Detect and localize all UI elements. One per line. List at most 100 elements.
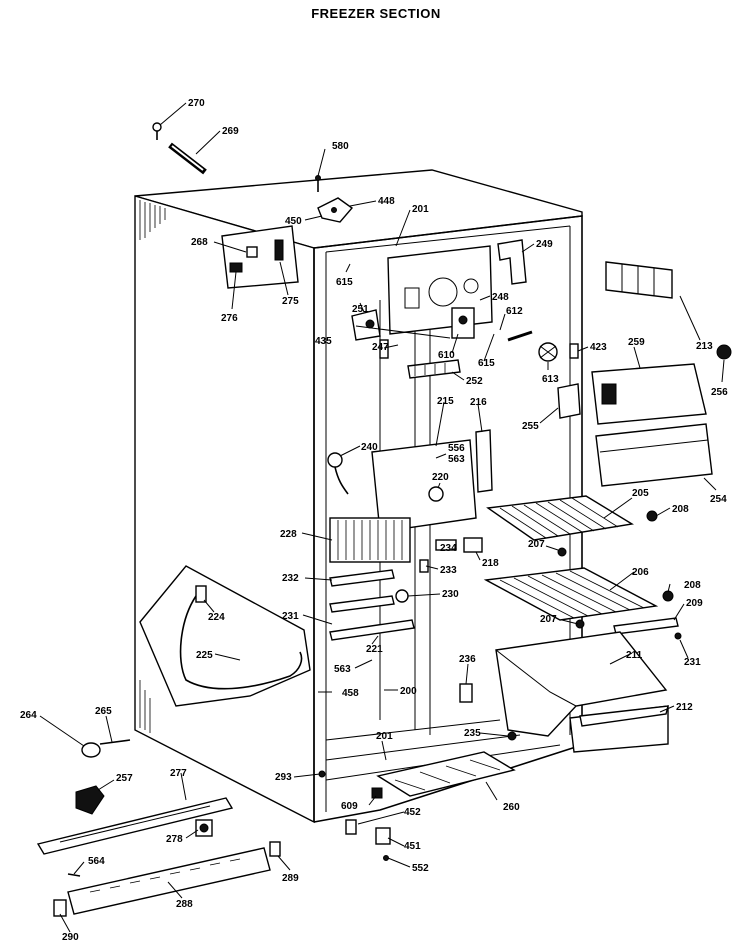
part-256-knob — [716, 344, 732, 360]
part-259-shelf — [591, 363, 707, 425]
part-451-hinge — [375, 827, 391, 845]
part-257-block — [75, 785, 105, 815]
part-235-clip — [507, 731, 517, 741]
label-233: 233 — [440, 565, 457, 576]
part-231-rail — [329, 595, 395, 613]
part-206-wire-shelf — [483, 567, 659, 621]
label-225: 225 — [196, 650, 213, 661]
label-251: 251 — [352, 304, 369, 315]
part-265-pin — [99, 739, 131, 745]
part-213-ice-tray — [605, 261, 673, 299]
part-209-rail — [613, 617, 679, 635]
label-206: 206 — [632, 567, 649, 578]
label-612: 612 — [506, 306, 523, 317]
part-221-rail — [329, 619, 415, 641]
part-205-wire-shelf — [486, 495, 634, 541]
label-213: 213 — [696, 341, 713, 352]
part-228-evaporator — [329, 517, 411, 563]
part-218-heater — [463, 537, 483, 553]
label-276: 276 — [221, 313, 238, 324]
label-563-b: 563 — [334, 664, 351, 675]
label-563-a: 563 — [448, 454, 465, 465]
part-613-fan — [538, 342, 558, 362]
label-259: 259 — [628, 337, 645, 348]
label-200: 200 — [400, 686, 417, 697]
part-264-roller — [81, 742, 101, 758]
part-580-screw — [315, 175, 321, 192]
label-552: 552 — [412, 863, 429, 874]
label-207-a: 207 — [528, 539, 545, 550]
label-201-bottom: 201 — [376, 731, 393, 742]
label-230: 230 — [442, 589, 459, 600]
part-260-drain-pan — [376, 751, 516, 797]
part-278-roller — [195, 819, 213, 837]
label-205: 205 — [632, 488, 649, 499]
part-231-clip — [674, 632, 682, 640]
label-247: 247 — [372, 342, 389, 353]
label-609: 609 — [341, 801, 358, 812]
label-458: 458 — [342, 688, 359, 699]
label-249: 249 — [536, 239, 553, 250]
part-277-rail — [36, 797, 234, 855]
part-564-screw — [67, 873, 81, 877]
label-448: 448 — [378, 196, 395, 207]
part-247-mount — [379, 339, 389, 359]
part-225-door-panel — [139, 565, 311, 707]
label-452: 452 — [404, 807, 421, 818]
label-615-a: 615 — [336, 277, 353, 288]
diagram-title: FREEZER SECTION — [311, 6, 441, 21]
label-268: 268 — [191, 237, 208, 248]
label-277: 277 — [170, 768, 187, 779]
label-228: 228 — [280, 529, 297, 540]
label-215: 215 — [437, 396, 454, 407]
part-208-clip — [646, 510, 658, 522]
part-612-clip — [507, 330, 533, 342]
label-423: 423 — [590, 342, 607, 353]
label-264: 264 — [20, 710, 37, 721]
part-240-cord — [327, 452, 349, 495]
label-248: 248 — [492, 292, 509, 303]
part-248-control-housing — [387, 245, 493, 335]
label-255: 255 — [522, 421, 539, 432]
label-556: 556 — [448, 443, 465, 454]
part-288-grille — [67, 847, 271, 915]
part-609-grommet — [371, 787, 383, 799]
label-208-b: 208 — [684, 580, 701, 591]
part-208b-clip — [662, 590, 674, 602]
part-207-clip — [557, 547, 567, 557]
label-450: 450 — [285, 216, 302, 227]
part-216-duct — [475, 429, 493, 493]
part-224-hinge — [195, 585, 207, 603]
part-251-capacitor — [351, 309, 381, 341]
label-252: 252 — [466, 376, 483, 387]
label-236: 236 — [459, 654, 476, 665]
label-234: 234 — [440, 543, 457, 554]
label-289: 289 — [282, 873, 299, 884]
label-580: 580 — [332, 141, 349, 152]
part-215-evaporator-cover — [371, 439, 477, 533]
label-269: 269 — [222, 126, 239, 137]
label-212: 212 — [676, 702, 693, 713]
label-240: 240 — [361, 442, 378, 453]
label-231-b: 231 — [684, 657, 701, 668]
label-232: 232 — [282, 573, 299, 584]
part-269-handle — [168, 142, 207, 175]
label-610: 610 — [438, 350, 455, 361]
part-452-bracket — [345, 819, 357, 835]
part-211-basket — [495, 631, 669, 753]
label-220: 220 — [432, 472, 449, 483]
part-236-bracket — [459, 683, 473, 703]
label-235: 235 — [464, 728, 481, 739]
leader-lines — [39, 102, 725, 933]
label-451: 451 — [404, 841, 421, 852]
label-290: 290 — [62, 932, 79, 943]
label-209: 209 — [686, 598, 703, 609]
part-252-grille — [407, 359, 461, 379]
label-278: 278 — [166, 834, 183, 845]
label-257: 257 — [116, 773, 133, 784]
label-216: 216 — [470, 397, 487, 408]
label-293: 293 — [275, 772, 292, 783]
label-231-a: 231 — [282, 611, 299, 622]
label-270: 270 — [188, 98, 205, 109]
